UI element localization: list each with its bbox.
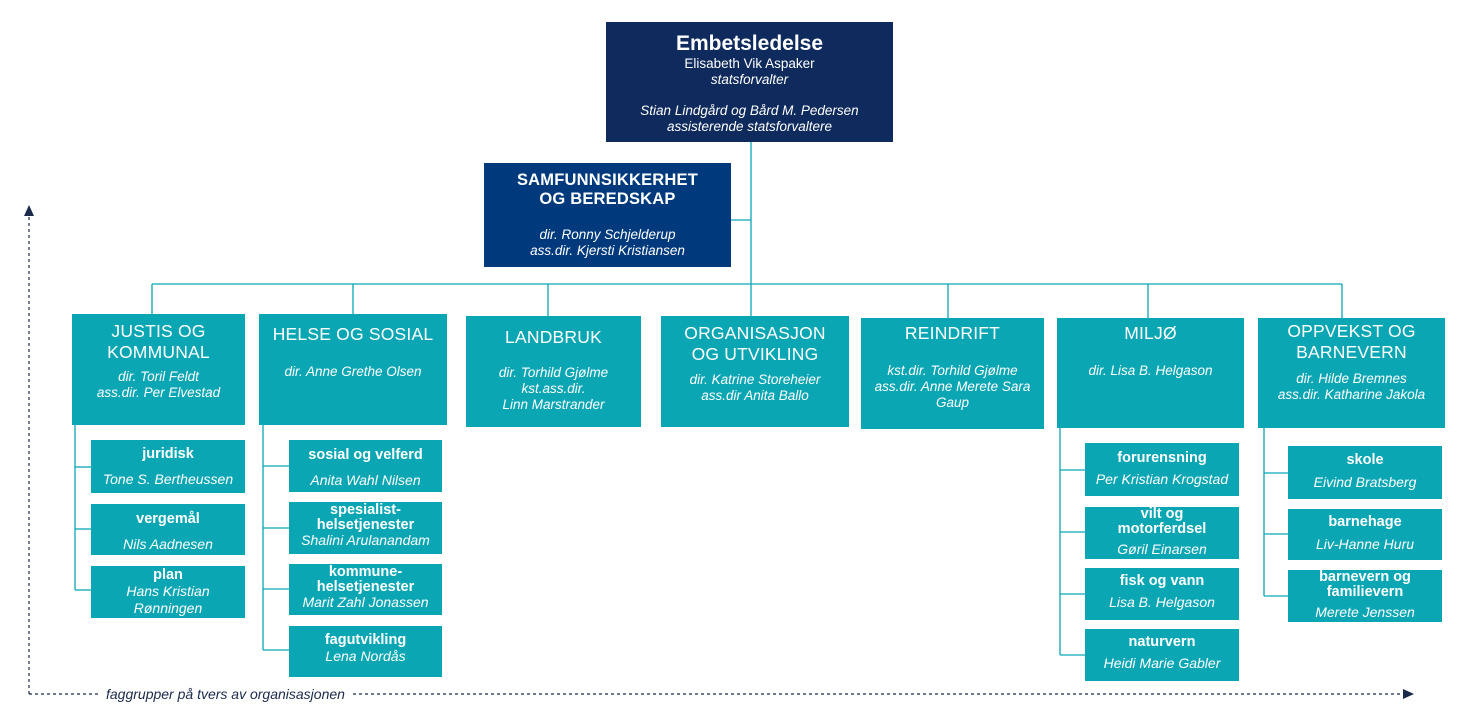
subunit-kommune[interactable]: kommune- helsetjenester Marit Zahl Jonas… bbox=[289, 564, 442, 615]
samfunn-dir: dir. Ronny Schjelderup bbox=[539, 227, 676, 242]
dept-line-1: dir. Toril Feldt bbox=[118, 369, 199, 384]
subunit-plan[interactable]: plan Hans Kristian Rønningen bbox=[91, 566, 245, 618]
leadership-assistants: Stian Lindgård og Bård M. Pedersen bbox=[640, 103, 859, 118]
samfunn-title-2: OG BEREDSKAP bbox=[539, 190, 676, 208]
leadership-role: statsforvalter bbox=[710, 72, 789, 87]
subunit-person: Anita Wahl Nilsen bbox=[310, 472, 421, 488]
subunit-skole[interactable]: skole Eivind Bratsberg bbox=[1288, 446, 1442, 499]
dept-line-2: ass.dir. Anne Merete Sara bbox=[874, 379, 1031, 394]
subunit-person: Tone S. Bertheussen bbox=[102, 471, 234, 487]
subunit-spesialist[interactable]: spesialist- helsetjenester Shalini Arula… bbox=[289, 502, 442, 554]
dept-line-2: ass.dir Anita Ballo bbox=[701, 388, 809, 403]
subunit-person: Merete Jenssen bbox=[1315, 604, 1415, 620]
subunit-title: juridisk bbox=[142, 446, 194, 462]
subunit-title: spesialist- bbox=[330, 502, 401, 518]
subunit-person: Marit Zahl Jonassen bbox=[302, 594, 429, 610]
subunit-title-2: helsetjenester bbox=[316, 517, 415, 533]
subunit-sosial[interactable]: sosial og velferd Anita Wahl Nilsen bbox=[289, 440, 442, 492]
subunit-person: Shalini Arulanandam bbox=[301, 532, 430, 548]
subunit-title: kommune- bbox=[328, 564, 403, 580]
dept-line-2: ass.dir. Katharine Jakola bbox=[1277, 387, 1426, 402]
subunit-forurensning[interactable]: forurensning Per Kristian Krogstad bbox=[1085, 443, 1239, 496]
dept-miljo[interactable]: MILJØ dir. Lisa B. Helgason bbox=[1057, 318, 1244, 428]
dept-line-1: dir. Torhild Gjølme bbox=[498, 365, 609, 380]
subunit-title-2: helsetjenester bbox=[316, 579, 415, 595]
subunit-person: Gøril Einarsen bbox=[1117, 541, 1207, 557]
subunit-vergemal[interactable]: vergemål Nils Aadnesen bbox=[91, 504, 245, 555]
leadership-assistants-role: assisterende statsforvaltere bbox=[666, 119, 833, 134]
samfunn-assdir: ass.dir. Kjersti Kristiansen bbox=[530, 243, 685, 258]
dept-title-1: JUSTIS OG bbox=[111, 321, 206, 341]
dept-title-1: LANDBRUK bbox=[505, 327, 602, 347]
subunit-person: Per Kristian Krogstad bbox=[1095, 471, 1229, 487]
dept-title-1: HELSE OG SOSIAL bbox=[272, 324, 434, 344]
subunit-title: barnevern og bbox=[1319, 569, 1411, 585]
leadership-title: Embetsledelse bbox=[675, 32, 824, 55]
dept-line-1: dir. Hilde Bremnes bbox=[1296, 371, 1407, 386]
dept-organisasjon[interactable]: ORGANISASJON OG UTVIKLING dir. Katrine S… bbox=[661, 316, 849, 427]
subunit-juridisk[interactable]: juridisk Tone S. Bertheussen bbox=[91, 440, 245, 493]
up-arrow-icon bbox=[24, 205, 34, 216]
dept-helse[interactable]: HELSE OG SOSIAL dir. Anne Grethe Olsen bbox=[259, 314, 447, 425]
subunit-title: sosial og velferd bbox=[308, 447, 423, 463]
subunit-title: naturvern bbox=[1128, 634, 1196, 650]
dept-reindrift[interactable]: REINDRIFT kst.dir. Torhild Gjølme ass.di… bbox=[861, 318, 1044, 429]
leadership-name: Elisabeth Vik Aspaker bbox=[684, 56, 815, 71]
dept-title-1: REINDRIFT bbox=[904, 323, 1001, 343]
subunit-person-2: Rønningen bbox=[133, 600, 203, 616]
dept-title-1: OPPVEKST OG bbox=[1287, 321, 1416, 341]
dept-title-2: OG UTVIKLING bbox=[691, 344, 819, 364]
subunit-barnevern[interactable]: barnevern og familievern Merete Jenssen bbox=[1288, 570, 1442, 622]
samfunn-box[interactable]: SAMFUNNSIKKERHET OG BEREDSKAP dir. Ronny… bbox=[484, 163, 731, 267]
subunit-title: fisk og vann bbox=[1119, 573, 1205, 589]
subunit-person: Lisa B. Helgason bbox=[1109, 594, 1215, 610]
dept-line-2: kst.ass.dir. bbox=[521, 381, 586, 396]
subunit-vilt[interactable]: vilt og motorferdsel Gøril Einarsen bbox=[1085, 507, 1239, 559]
subunit-fagutvikling[interactable]: fagutvikling Lena Nordås bbox=[289, 626, 442, 677]
subunit-title: vilt og bbox=[1140, 506, 1184, 522]
dept-line-1: dir. Lisa B. Helgason bbox=[1088, 363, 1213, 378]
dept-line-1: dir. Anne Grethe Olsen bbox=[284, 364, 422, 379]
subunit-person: Lena Nordås bbox=[325, 648, 406, 664]
dept-line-3: Gaup bbox=[935, 395, 970, 410]
dept-line-1: dir. Katrine Storeheier bbox=[689, 372, 821, 387]
subunit-title-2: motorferdsel bbox=[1117, 521, 1207, 537]
dept-line-1: kst.dir. Torhild Gjølme bbox=[887, 363, 1018, 378]
subunit-person: Nils Aadnesen bbox=[123, 536, 213, 552]
subunit-title: plan bbox=[153, 567, 183, 583]
dept-title-2: BARNEVERN bbox=[1296, 342, 1407, 362]
subunit-person: Liv-Hanne Huru bbox=[1315, 536, 1415, 552]
footer-label: faggrupper på tvers av organisasjonen bbox=[100, 686, 351, 702]
dept-title-1: ORGANISASJON bbox=[684, 323, 826, 343]
subunit-naturvern[interactable]: naturvern Heidi Marie Gabler bbox=[1085, 629, 1239, 681]
subunit-fisk[interactable]: fisk og vann Lisa B. Helgason bbox=[1085, 568, 1239, 620]
dept-title-2: KOMMUNAL bbox=[107, 342, 210, 362]
subunit-title: forurensning bbox=[1117, 450, 1207, 466]
subunit-person: Hans Kristian bbox=[126, 583, 210, 599]
dept-line-3: Linn Marstrander bbox=[502, 397, 605, 412]
subunit-title: vergemål bbox=[136, 511, 200, 527]
subunit-title-2: familievern bbox=[1326, 584, 1404, 600]
samfunn-title-1: SAMFUNNSIKKERHET bbox=[516, 171, 699, 189]
right-arrow-icon bbox=[1403, 689, 1414, 699]
subunit-person: Heidi Marie Gabler bbox=[1103, 655, 1221, 671]
dept-landbruk[interactable]: LANDBRUK dir. Torhild Gjølme kst.ass.dir… bbox=[466, 316, 641, 427]
subunit-barnehage[interactable]: barnehage Liv-Hanne Huru bbox=[1288, 509, 1442, 560]
dept-justis[interactable]: JUSTIS OG KOMMUNAL dir. Toril Feldt ass.… bbox=[72, 314, 245, 425]
subunit-title: skole bbox=[1346, 452, 1384, 468]
subunit-title: fagutvikling bbox=[324, 632, 407, 648]
subunit-person: Eivind Bratsberg bbox=[1313, 474, 1417, 490]
dept-line-2: ass.dir. Per Elvestad bbox=[96, 385, 221, 400]
dept-oppvekst[interactable]: OPPVEKST OG BARNEVERN dir. Hilde Bremnes… bbox=[1258, 318, 1445, 428]
subunit-title: barnehage bbox=[1328, 514, 1402, 530]
dept-title-1: MILJØ bbox=[1124, 323, 1177, 343]
leadership-box[interactable]: Embetsledelse Elisabeth Vik Aspaker stat… bbox=[606, 22, 893, 142]
